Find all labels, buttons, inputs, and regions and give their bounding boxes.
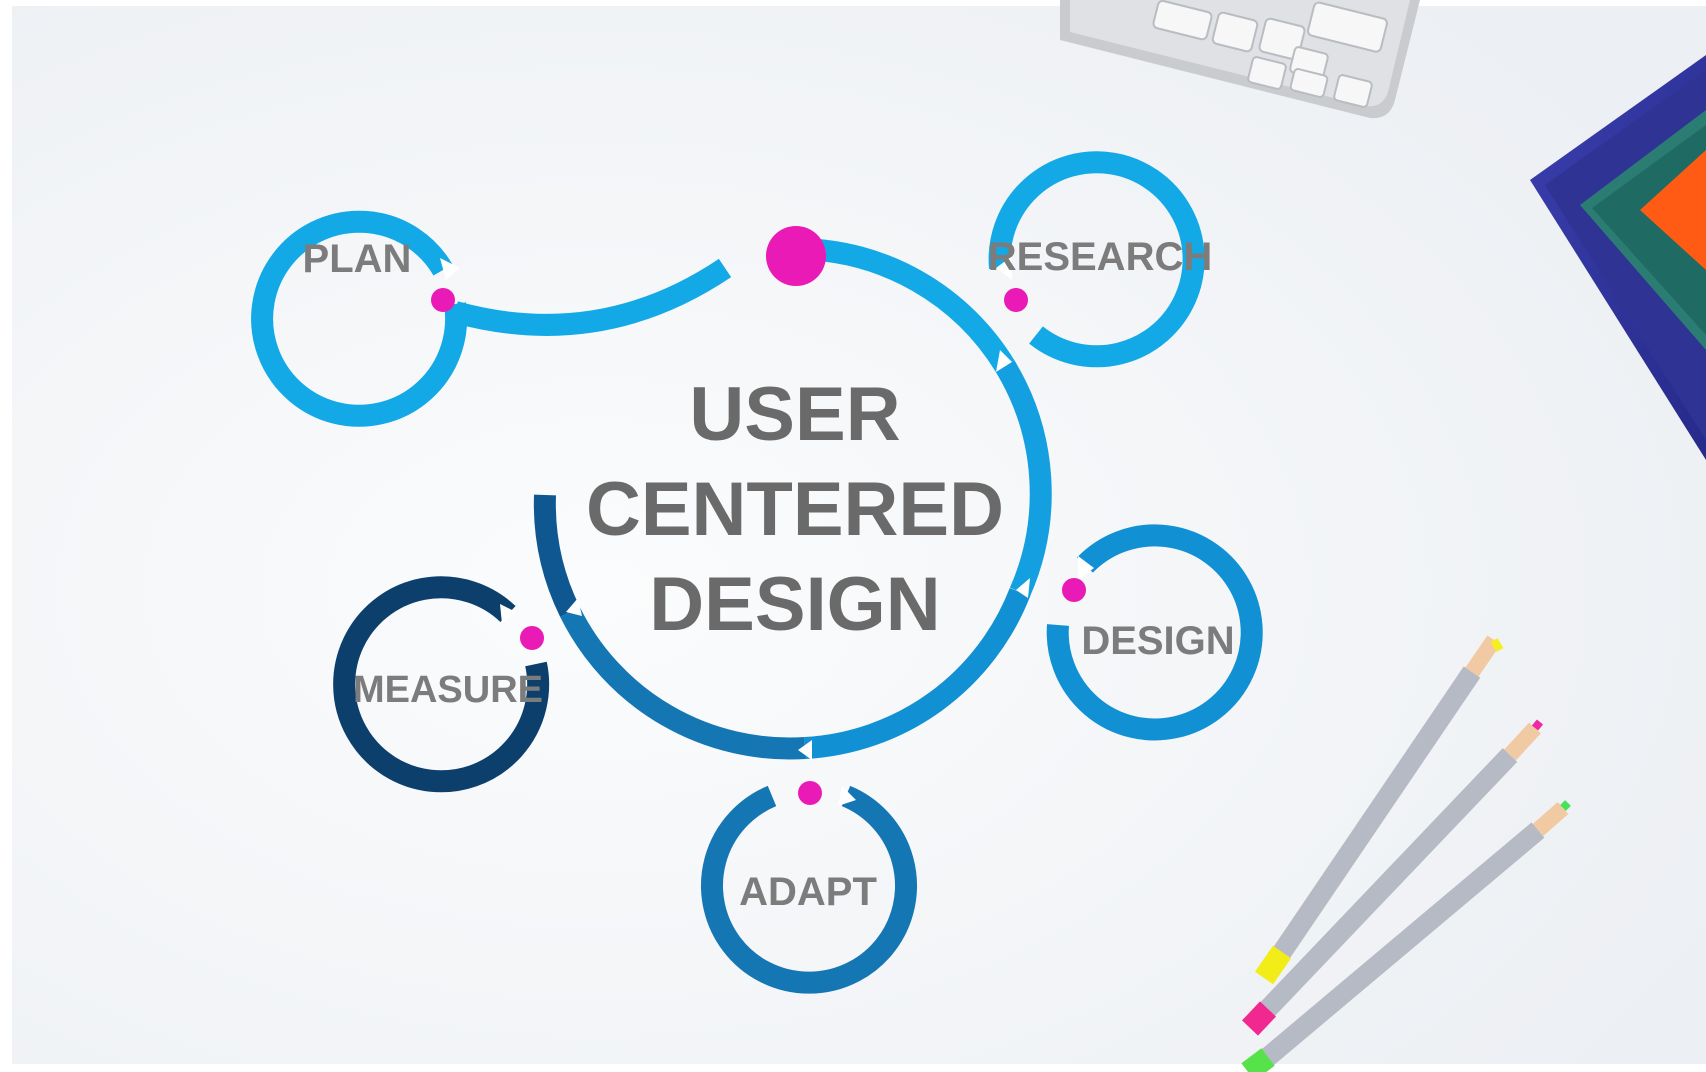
node-adapt-arrow <box>838 786 856 806</box>
pencil-yellow <box>1254 635 1504 985</box>
node-measure-dot <box>520 626 544 650</box>
node-plan: PLAN <box>251 210 468 427</box>
hub-start-dot <box>766 226 826 286</box>
hub-arc-left <box>533 494 580 617</box>
node-design-label: DESIGN <box>1081 619 1234 663</box>
hub-title-line-1: USER <box>689 372 900 457</box>
node-plan-label: PLAN <box>303 237 412 281</box>
node-plan-arrow <box>440 258 460 280</box>
node-plan-ring <box>251 210 468 427</box>
frame-top-edge <box>0 0 1706 6</box>
node-design-dot <box>1062 578 1086 602</box>
hub-title-line-2: CENTERED <box>586 467 1004 552</box>
node-research-ring <box>988 151 1205 368</box>
pencils-graphic <box>1241 635 1571 1072</box>
node-research-dot <box>1004 288 1028 312</box>
node-adapt: ADAPT <box>701 781 917 994</box>
node-research-label: RESEARCH <box>988 235 1212 279</box>
node-adapt-dot <box>798 781 822 805</box>
node-adapt-label: ADAPT <box>739 870 877 914</box>
frame-left-edge <box>0 0 12 1072</box>
node-research: RESEARCH <box>988 151 1212 368</box>
node-measure-label: MEASURE <box>353 669 543 711</box>
hub-title: USER CENTERED DESIGN <box>586 372 1004 647</box>
node-design: DESIGN <box>1046 524 1263 741</box>
node-measure-arrow <box>500 604 516 624</box>
pencil-pink <box>1242 719 1544 1036</box>
node-research-arrow <box>996 256 1012 280</box>
hub-arc-top-right <box>799 238 1015 372</box>
node-measure: MEASURE <box>333 576 550 793</box>
node-design-ring <box>1046 524 1263 741</box>
node-design-arrow <box>1078 556 1094 580</box>
books-graphic <box>1530 55 1706 460</box>
node-plan-dot <box>431 288 455 312</box>
connector-plan <box>452 258 732 336</box>
hub-arc-bottom-left <box>560 607 806 760</box>
frame-bottom-edge <box>0 1064 1706 1072</box>
node-measure-ring <box>333 576 550 793</box>
hub-arc-bottom-right <box>804 588 1031 759</box>
hub-arc-right <box>995 360 1052 597</box>
pencil-green <box>1241 800 1571 1072</box>
hub-title-line-3: DESIGN <box>649 562 940 647</box>
keyboard-graphic <box>1060 0 1420 119</box>
hub-cycle <box>452 238 1052 760</box>
node-adapt-ring <box>701 785 917 994</box>
hub-arrow-markers <box>566 350 1030 760</box>
